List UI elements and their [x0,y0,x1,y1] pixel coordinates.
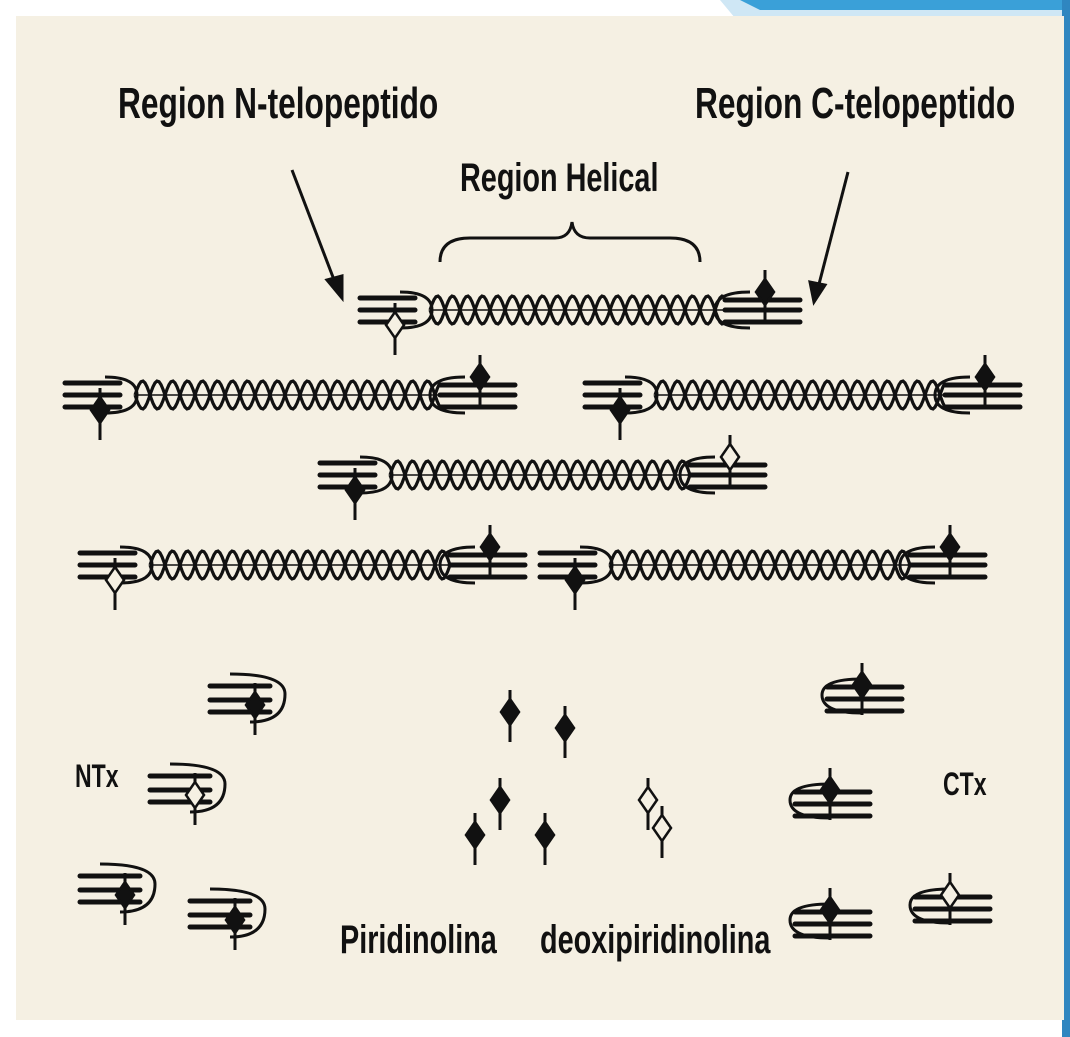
ntx-fragment-2 [150,764,225,825]
crosslink-open-icon [941,873,959,925]
pyridinoline-crosslink-icon [491,778,509,830]
crosslink-filled-icon [853,663,871,715]
crosslink-filled-icon [821,888,839,940]
pyridinoline-crosslink-icon [536,813,554,865]
crosslink-filled-icon [116,873,134,925]
fiber-row4-right [540,525,985,610]
ctx-fragment-3 [790,888,870,940]
ntx-fragment-4 [190,889,265,950]
fiber-row4-left [80,525,525,610]
ctx-fragment-1 [822,663,902,715]
crosslink-filled-icon [246,683,264,735]
deoxypyridinoline-crosslink-icon [639,778,657,830]
pyridinoline-crosslink-icon [466,813,484,865]
ctx-fragment-4 [910,873,990,925]
ntx-fragment-3 [80,864,155,925]
crosslink-right-icon [756,270,774,322]
crosslink-filled-icon [226,898,244,950]
fiber-row3 [320,435,765,520]
deoxypyridinoline-crosslink-icon [653,806,671,858]
crosslink-filled-icon [821,768,839,820]
crosslink-right-icon [976,355,994,407]
helical-brace [440,222,700,262]
crosslink-right-icon [481,525,499,577]
crosslink-right-icon [941,525,959,577]
crosslink-right-icon [471,355,489,407]
fiber-row2-right [585,355,1020,440]
arrow-c-telopeptide [810,172,848,302]
ntx-fragment-1 [210,674,285,735]
fiber-top [360,270,800,355]
crosslink-open-icon [186,773,204,825]
pyridinoline-crosslink-icon [556,706,574,758]
arrow-n-telopeptide [292,170,342,298]
fiber-row2-left [65,355,515,440]
pyridinoline-crosslink-icon [501,690,519,742]
ctx-fragment-2 [790,768,870,820]
crosslink-right-icon [721,435,739,487]
